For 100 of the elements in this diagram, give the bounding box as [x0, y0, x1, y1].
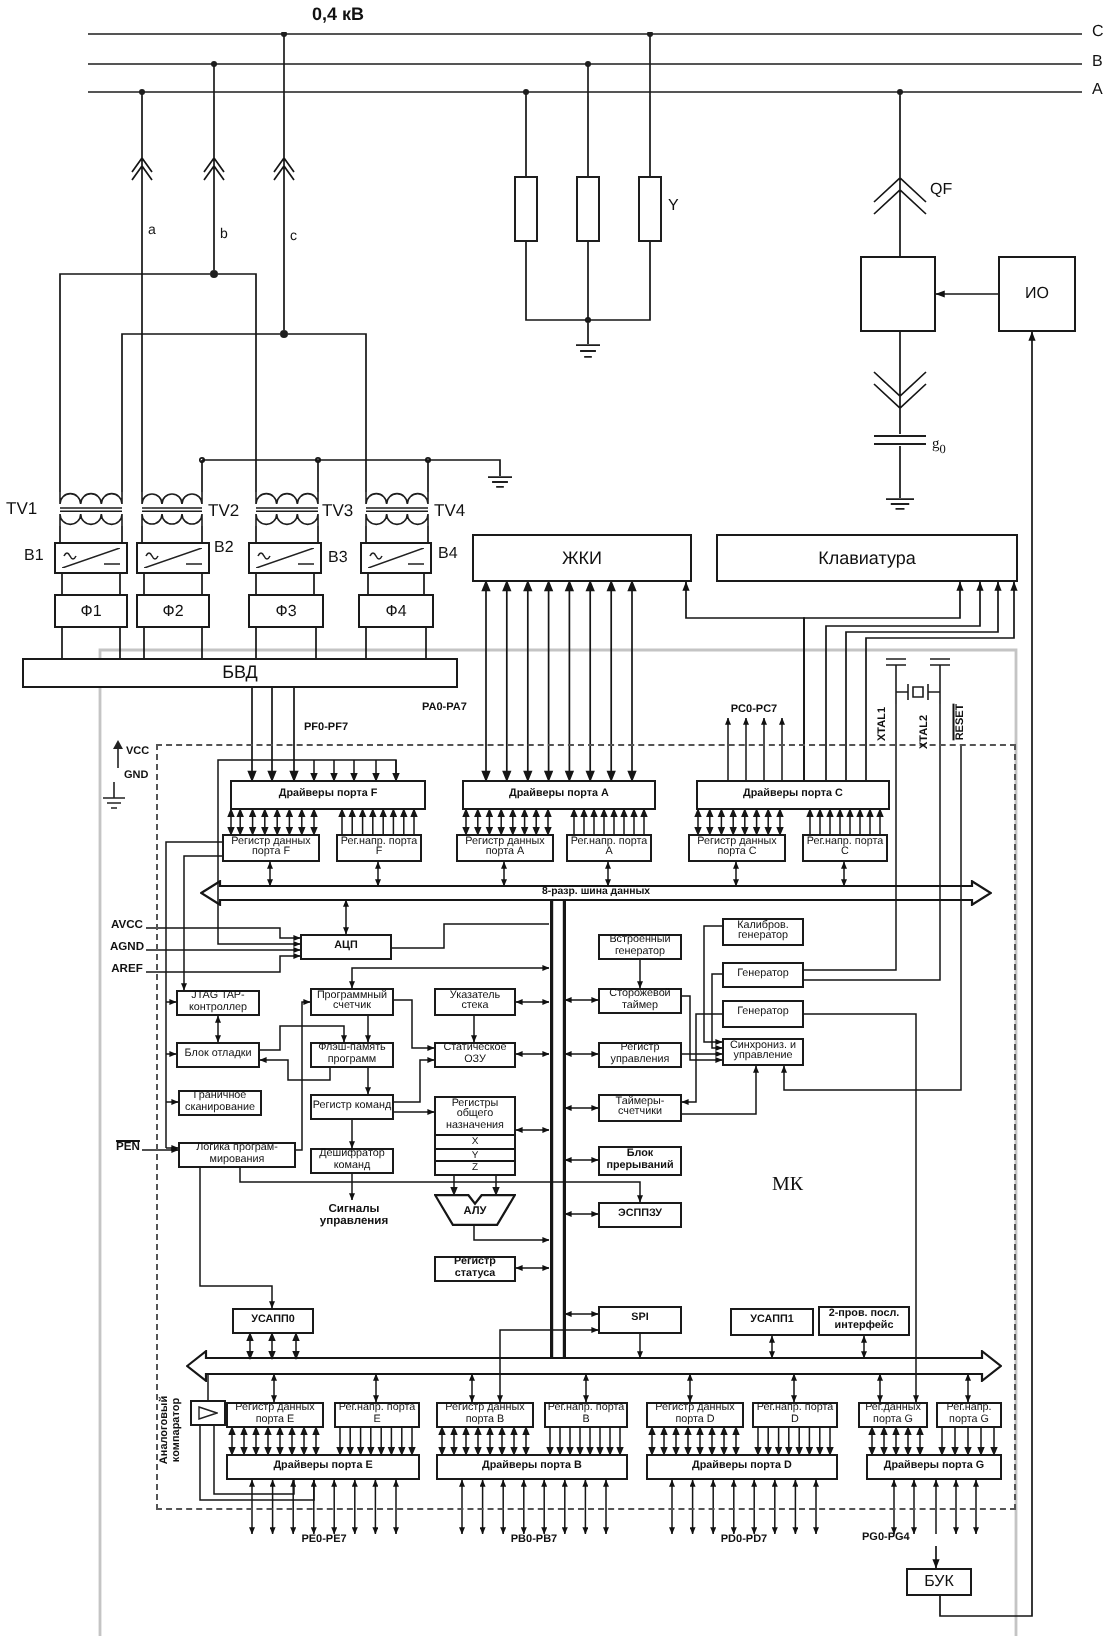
arrow	[393, 1479, 399, 1535]
arrow	[515, 1051, 550, 1057]
arrow	[932, 1545, 940, 1569]
arrow	[181, 855, 223, 991]
block-text: БВД	[222, 664, 258, 682]
arrow	[933, 1479, 939, 1535]
junction-dot-icon	[210, 270, 218, 278]
arrow	[372, 1479, 379, 1535]
arrow	[295, 999, 311, 1151]
arrow	[681, 1065, 759, 1115]
wire-bundle	[59, 525, 123, 543]
arrow	[145, 947, 301, 953]
arrow	[249, 1479, 255, 1535]
arrow	[141, 1147, 179, 1153]
wire-bundle	[61, 627, 121, 659]
phase-label: B	[1092, 54, 1103, 70]
arrow	[515, 999, 550, 1005]
block-text: Ф1	[80, 603, 102, 619]
alu-block	[434, 1194, 516, 1226]
wire	[207, 1373, 209, 1401]
arrow	[725, 717, 731, 781]
component-label: TV1	[6, 500, 38, 517]
wire-bundle	[141, 525, 203, 543]
wire	[121, 333, 281, 493]
arrow	[239, 1167, 643, 1203]
arrow-bundle	[546, 1427, 624, 1455]
register-block	[688, 834, 786, 862]
arrow	[711, 973, 723, 1051]
arrow	[939, 331, 1036, 1617]
arrow	[583, 1373, 589, 1403]
arrow	[841, 861, 847, 887]
arrow	[845, 581, 1002, 781]
wire	[587, 95, 589, 177]
arrow	[861, 1335, 867, 1359]
arrow	[351, 1479, 358, 1535]
arrow	[911, 1479, 917, 1535]
arrow	[935, 290, 999, 298]
arrow	[271, 1373, 277, 1403]
arrow	[682, 581, 805, 781]
function-block	[598, 1146, 682, 1176]
wire	[427, 459, 429, 493]
arrow	[267, 861, 273, 887]
arrow	[681, 1013, 723, 1105]
ground-icon	[488, 476, 512, 488]
wire-bundle	[255, 627, 317, 659]
function-block	[176, 1042, 260, 1068]
resistor-box	[638, 176, 662, 242]
wire-bundle	[255, 573, 315, 595]
transformer-icon	[140, 492, 204, 526]
arrow-bundle	[227, 809, 318, 835]
function-block	[176, 990, 260, 1016]
arrow	[393, 999, 435, 1051]
wire-bundle	[143, 627, 203, 659]
arrow	[743, 717, 749, 781]
arrow-bundle	[481, 581, 637, 781]
arrow	[973, 1479, 979, 1535]
arrow	[203, 95, 225, 271]
arrow	[473, 1225, 550, 1243]
arrow	[290, 1479, 297, 1535]
function-block	[598, 934, 682, 960]
function-block	[434, 988, 516, 1016]
arrow	[365, 1015, 371, 1043]
function-block	[722, 962, 804, 988]
arrow-bundle	[450, 1175, 500, 1195]
phase-label: C	[1092, 24, 1104, 40]
arrow	[877, 1373, 883, 1403]
arrow	[471, 1015, 477, 1043]
arrow	[259, 1025, 347, 1051]
block-box	[998, 256, 1076, 332]
register-block	[222, 834, 320, 862]
component-label: QF	[930, 182, 953, 198]
driver-block	[696, 780, 890, 810]
arrow	[145, 927, 301, 941]
rectifier-box	[136, 542, 210, 574]
component-label: TV3	[322, 502, 354, 519]
wire-bundle	[367, 573, 425, 595]
component-label: В4	[438, 546, 458, 562]
arrow-bundle	[570, 809, 648, 835]
function-block	[178, 1142, 296, 1168]
function-block	[310, 1042, 394, 1068]
arrow	[541, 1479, 548, 1535]
wire-bundle	[143, 573, 203, 595]
arrow	[564, 1211, 599, 1217]
arrow	[873, 95, 927, 257]
function-block	[730, 1308, 814, 1336]
arrow	[564, 1311, 599, 1317]
three-phase-bus	[88, 32, 1082, 96]
block-text: Ф4	[385, 603, 407, 619]
rectifier-box	[248, 542, 322, 574]
arrow	[497, 1327, 599, 1403]
function-block	[434, 1042, 516, 1068]
wire	[201, 459, 203, 493]
wire	[803, 703, 897, 971]
arrow	[791, 1373, 797, 1403]
capacitor-icon	[874, 434, 926, 446]
wire	[391, 923, 550, 949]
wire	[803, 703, 941, 981]
register-block	[646, 1402, 744, 1428]
arrow	[637, 1333, 643, 1359]
function-block	[300, 934, 392, 960]
